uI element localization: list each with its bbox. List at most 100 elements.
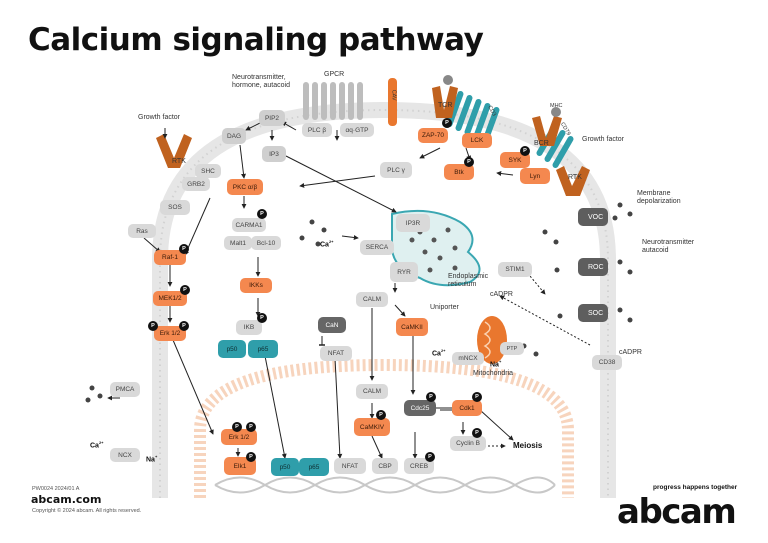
roc-label: ROC (588, 264, 604, 271)
phospho-erk-b-marker: P (179, 321, 189, 331)
cd38-node: CD38 (592, 355, 622, 370)
phospho-syk-marker: P (520, 146, 530, 156)
calm-top-node: CALM (356, 292, 388, 307)
ikks-node: IKKs (240, 278, 272, 293)
sos-node: SOS (160, 200, 190, 215)
neurotransmitter-label: Neurotransmitter, hormone, autacoid (232, 74, 290, 90)
rtk-left-receptor (156, 134, 192, 168)
malt1-node: Malt1 (224, 236, 252, 250)
mhc-label: MHC (550, 103, 563, 109)
ryr-node: RYR (390, 262, 418, 282)
camkiv-node: CaMKIV (354, 418, 390, 436)
nucleus-membrane (194, 358, 574, 498)
page-title: Calcium signaling pathway (28, 22, 484, 58)
cadpr-right-label: cADPR (619, 349, 642, 356)
galpha-q-node: αq·GTP (340, 123, 374, 137)
pip2-node: PIP2 (259, 110, 285, 126)
phospho-mek-marker: P (180, 285, 190, 295)
p50-nuc-node: p50 (271, 458, 299, 476)
stim1-node: STIM1 (498, 262, 532, 277)
phospho-creb-marker: P (425, 452, 435, 462)
ip3-node: IP3 (262, 146, 286, 162)
shc-node: SHC (195, 164, 221, 178)
cdk1-node: Cdk1 (452, 400, 482, 416)
membrane-depolarization-label: Membrane depolarization (637, 190, 681, 206)
rtk-left-label: RTK (172, 158, 186, 165)
gpcr-receptor (303, 82, 363, 120)
zap70-node: ZAP-70 (418, 128, 448, 143)
growth-factor-left-label: Growth factor (138, 114, 181, 121)
bcl10-node: Bcl-10 (251, 236, 281, 250)
phospho-erk-a-marker: P (148, 321, 158, 331)
cadpr-top-label: cADPR (490, 291, 513, 298)
growth-factor-right-label: Growth factor (582, 136, 625, 143)
mhc-molecule-tcr (443, 75, 453, 85)
mncx-node: mNCX (452, 352, 484, 365)
voc-channel (578, 208, 608, 226)
tagline: progress happens together (653, 484, 738, 491)
gpcr-label: GPCR (324, 71, 345, 78)
cav-channel (388, 78, 397, 126)
lyn-node: Lyn (520, 168, 550, 184)
phospho-zap70-marker: P (442, 118, 452, 128)
mitochondria-label: Mitochondria (473, 370, 514, 377)
carma1-node: CARMA1 (232, 218, 266, 232)
serca-node: SERCA (360, 240, 394, 255)
ikb-node: IKB (236, 320, 262, 335)
ca-er-label: Ca2+ (320, 239, 334, 249)
plc-beta-node: PLC β (302, 123, 332, 137)
syk-node: SYK (500, 152, 530, 168)
ncx-node: NCX (110, 448, 140, 462)
neurotransmitter-autacoid-label: Neurotransmitter autacoid (642, 239, 695, 255)
phospho-raf1-marker: P (179, 244, 189, 254)
erk-left-node: Erk 1/2 (154, 326, 186, 341)
ip3r-node: IP3R (396, 214, 430, 232)
rtk-right-label: RTK (568, 174, 582, 181)
btk-node: Btk (444, 164, 474, 180)
cell-membrane (152, 101, 616, 498)
voc-label: VOC (588, 214, 604, 221)
cyclin-b-node: Cyclin B (450, 436, 486, 451)
na-mito-label: Na+ (490, 359, 502, 369)
phospho-erk-nuc-b-marker: P (246, 422, 256, 432)
dag-node: DAG (222, 128, 246, 144)
soc-channel (578, 304, 608, 322)
nfat-top-node: NFAT (320, 346, 352, 361)
bcr-label: BCR (534, 140, 549, 147)
mitochondrion (477, 316, 507, 364)
phospho-elk1-marker: P (246, 452, 256, 462)
phospho-cdk1-marker: P (472, 392, 482, 402)
plc-gamma-node: PLC γ (380, 162, 412, 178)
pmca-node: PMCA (110, 382, 140, 397)
phospho-carma1-marker: P (257, 209, 267, 219)
cd3-complex (446, 90, 500, 144)
soc-label: SOC (588, 310, 604, 317)
phospho-ikb-marker: P (257, 313, 267, 323)
ras-node: Ras (128, 224, 156, 238)
phospho-btk-marker: P (464, 157, 474, 167)
p65-top-node: p65 (248, 340, 278, 358)
grb2-node: GRB2 (182, 177, 210, 191)
footer-code: PW0024 2024/01 A (32, 486, 80, 492)
tcr-receptor (432, 86, 458, 118)
na-ncx-label: Na+ (146, 454, 158, 464)
mek-node: MEK1/2 (153, 291, 187, 306)
creb-node: CREB (404, 458, 434, 474)
calm-nuc-node: CALM (356, 384, 388, 399)
mhc-molecule-bcr (551, 107, 561, 117)
p65-nuc-node: p65 (299, 458, 329, 476)
nfat-nuc-node: NFAT (334, 458, 366, 474)
phospho-camkiv-marker: P (376, 410, 386, 420)
phospho-cyclinb-marker: P (472, 428, 482, 438)
roc-channel (578, 258, 608, 276)
phospho-cdc25-marker: P (426, 392, 436, 402)
can-node: CaN (318, 317, 346, 333)
meiosis-label: Meiosis (513, 441, 543, 450)
ca-mito-label: Ca2+ (432, 348, 446, 358)
footer-brand-link[interactable]: abcam.com (31, 493, 102, 506)
er-label: Endoplasmic reticulum (448, 273, 489, 289)
erk-nuc-node: Erk 1/2 (221, 429, 257, 445)
tcr-label: TCR (438, 102, 453, 109)
p50-top-node: p50 (218, 340, 246, 358)
